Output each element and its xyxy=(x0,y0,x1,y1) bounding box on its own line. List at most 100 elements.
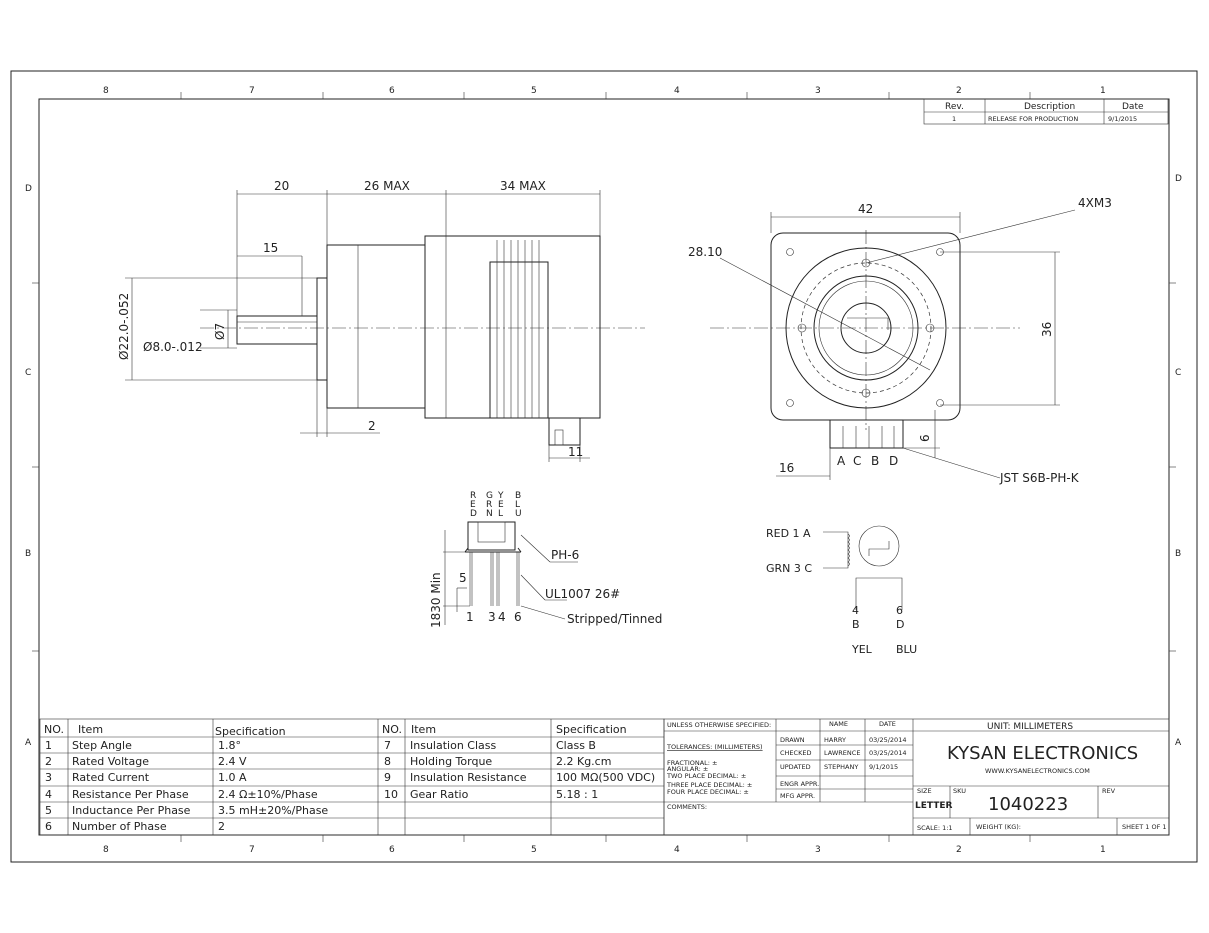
approval-date: 03/25/2014 xyxy=(869,749,906,757)
dim-motor: 34 MAX xyxy=(500,179,546,193)
dim-gearbox: 26 MAX xyxy=(364,179,410,193)
pin-label: A xyxy=(837,454,846,468)
spec-no: 4 xyxy=(45,788,52,801)
pin-number: 4 xyxy=(498,610,506,624)
coil-d-color: BLU xyxy=(896,643,917,656)
spec-value: 2.4 V xyxy=(218,755,247,768)
approval-role: MFG APPR. xyxy=(780,792,815,800)
spec-item: Holding Torque xyxy=(410,755,492,768)
tolerances: TOLERANCES: (MILLIMETERS) xyxy=(666,743,763,751)
zone-col: 5 xyxy=(531,845,537,855)
connector-label: PH-6 xyxy=(551,548,579,562)
coil-a-end: GRN 3 C xyxy=(766,562,812,575)
front-view: 42 4XM3 28.10 36 6 16 A C B D JST S6B-PH… xyxy=(688,196,1112,485)
zone-col: 3 xyxy=(815,845,821,855)
zone-col: 1 xyxy=(1100,86,1106,96)
spec-item: Insulation Resistance xyxy=(410,771,527,784)
spec-no: 2 xyxy=(45,755,52,768)
zone-col: 5 xyxy=(531,86,537,96)
dim-hole-spacing: 36 xyxy=(1040,322,1054,337)
approval-role: UPDATED xyxy=(780,763,811,771)
col-spec: Specification xyxy=(215,725,286,738)
spec-no: 3 xyxy=(45,771,52,784)
col-item: Item xyxy=(411,723,436,736)
zone-row: B xyxy=(25,549,31,559)
spec-value: 1.0 A xyxy=(218,771,247,784)
pin-number: 6 xyxy=(514,610,522,624)
description-header: Description xyxy=(1024,102,1075,112)
approval-name: LAWRENCE xyxy=(824,749,860,757)
sku-value: 1040223 xyxy=(988,794,1068,815)
coil-d-letter: D xyxy=(896,618,904,631)
title-block: UNLESS OTHERWISE SPECIFIED: TOLERANCES: … xyxy=(663,718,1170,836)
coil-b-pin: 4 xyxy=(852,604,859,617)
zone-col: 7 xyxy=(249,845,255,855)
dim-flange: 2 xyxy=(368,419,376,433)
zone-row: D xyxy=(1175,174,1182,184)
approval-date: 9/1/2015 xyxy=(869,763,898,771)
tol-line: THREE PLACE DECIMAL: ± xyxy=(666,781,752,789)
spec-value: 3.5 mH±20%/Phase xyxy=(218,804,328,817)
zone-col: 4 xyxy=(674,86,680,96)
approval-date: 03/25/2014 xyxy=(869,736,906,744)
spec-value: 2.2 Kg.cm xyxy=(556,755,611,768)
rev-header: Rev. xyxy=(945,102,964,112)
size-value: LETTER xyxy=(915,801,953,811)
spec-value: 1.8° xyxy=(218,739,241,752)
dim-bolt-circle: 28.10 xyxy=(688,245,722,259)
zone-col: 6 xyxy=(389,86,395,96)
sheet: SHEET 1 OF 1 xyxy=(1122,823,1167,831)
wire-label: UL1007 26# xyxy=(545,587,620,601)
zone-labels: 8 7 6 5 4 3 2 1 8 7 6 5 4 3 2 1 D C B A … xyxy=(25,86,1182,855)
zone-col: 1 xyxy=(1100,845,1106,855)
length-dim: 1830 Min xyxy=(429,572,443,628)
revision-block: Rev. Description Date 1 RELEASE FOR PROD… xyxy=(923,98,1169,125)
approval-name: STEPHANY xyxy=(824,763,858,771)
comments: COMMENTS: xyxy=(667,803,707,811)
strip-dim: 5 xyxy=(459,571,467,585)
side-view: 20 26 MAX 34 MAX 15 Ø22.0-.052 Ø8.0-.012… xyxy=(117,179,645,462)
dim-connector-height: 6 xyxy=(918,434,932,442)
spec-item: Rated Voltage xyxy=(72,755,149,768)
spec-item: Gear Ratio xyxy=(410,788,469,801)
company-name: KYSAN ELECTRONICS xyxy=(947,743,1138,764)
weight: WEIGHT (KG): xyxy=(976,823,1021,831)
approval-name: HARRY xyxy=(824,736,846,744)
unless-specified: UNLESS OTHERWISE SPECIFIED: xyxy=(667,721,771,729)
rev-description: RELEASE FOR PRODUCTION xyxy=(988,115,1078,123)
tol-line: FOUR PLACE DECIMAL: ± xyxy=(667,788,749,796)
spec-no: 7 xyxy=(384,739,391,752)
dim-shaft-length: 20 xyxy=(274,179,289,193)
col-item: Item xyxy=(78,723,103,736)
spec-item: Resistance Per Phase xyxy=(72,788,189,801)
website: WWW.KYSANELECTRONICS.COM xyxy=(985,767,1090,775)
spec-item: Rated Current xyxy=(72,771,150,784)
dim-connector: 11 xyxy=(568,445,583,459)
name-header: NAME xyxy=(829,720,848,728)
spec-value: 100 MΩ(500 VDC) xyxy=(556,771,655,784)
spec-no: 10 xyxy=(384,788,398,801)
scale: SCALE: 1:1 xyxy=(917,824,953,832)
zone-row: D xyxy=(25,184,32,194)
approval-role: ENGR APPR. xyxy=(780,780,819,788)
col-no: NO. xyxy=(44,723,64,736)
approval-role: CHECKED xyxy=(780,749,811,757)
zone-row: A xyxy=(25,738,32,748)
zone-row: B xyxy=(1175,549,1181,559)
zone-row: C xyxy=(25,368,31,378)
dim-flat: 15 xyxy=(263,241,278,255)
zone-col: 8 xyxy=(103,86,109,96)
dim-connector-offset: 16 xyxy=(779,461,794,475)
coil-a-start: RED 1 A xyxy=(766,527,811,540)
spec-no: 5 xyxy=(45,804,52,817)
zone-col: 4 xyxy=(674,845,680,855)
spec-value: 2 xyxy=(218,820,225,833)
wiring-schematic: RED 1 A GRN 3 C 4 B YEL 6 D BLU xyxy=(766,525,917,656)
zone-ticks xyxy=(32,92,1176,842)
